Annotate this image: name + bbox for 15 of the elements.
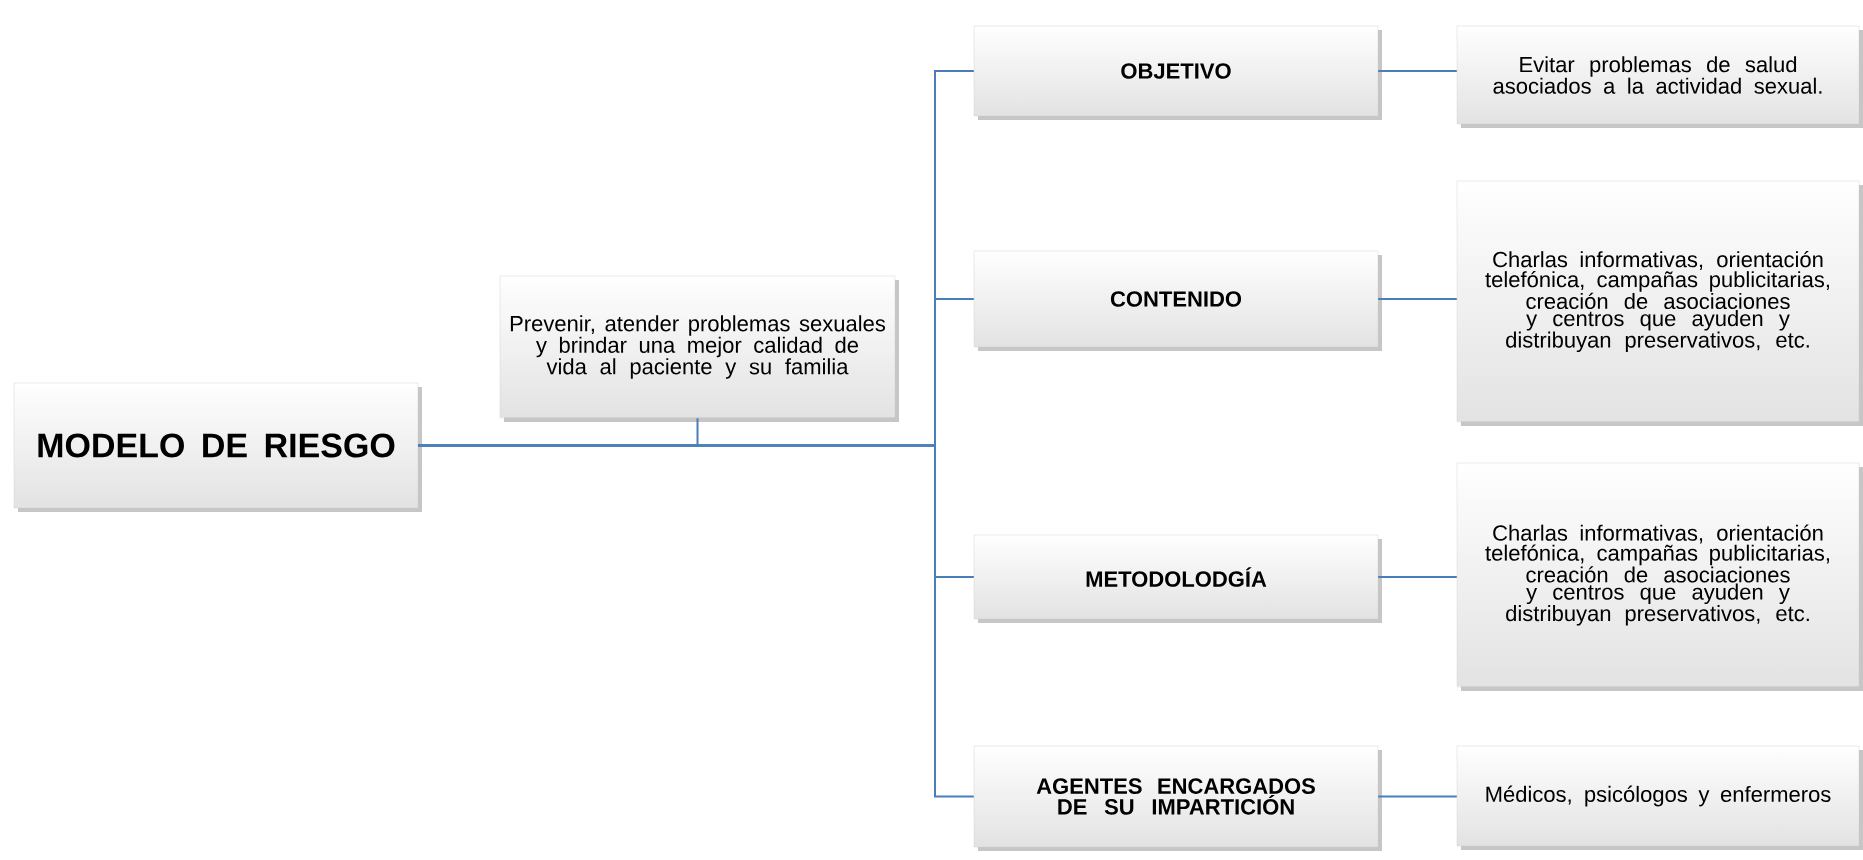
category-box: METODOLODGÍA bbox=[973, 534, 1382, 623]
description-box: Charlas informativas, orientación telefónica, campañas publicitarias, creación de asociaciones y centros que ayuden y distribuyan preservativos, etc. bbox=[1456, 462, 1863, 691]
connector-line bbox=[1377, 298, 1458, 300]
connector-line bbox=[1377, 795, 1458, 798]
description-box: Charlas informativas, orientación telefónica, campañas publicitarias, creación de asociaciones y centros que ayuden y distribuyan preservativos, etc. bbox=[1456, 180, 1863, 426]
category-box: AGENTES ENCARGADOS DE SU IMPARTICIÓN bbox=[973, 745, 1382, 851]
description-box: Evitar problemas de salud asociados a la actividad sexual. bbox=[1456, 25, 1863, 128]
title-box: MODELO DE RIESGO bbox=[13, 382, 422, 512]
category-box: CONTENIDO bbox=[973, 250, 1382, 351]
description-box: Médicos, psicólogos y enfermeros bbox=[1456, 745, 1863, 850]
connector-line bbox=[1377, 576, 1458, 578]
text-box: Prevenir, atender problemas sexuales y brindar una mejor calidad de vida al paciente y su familia bbox=[499, 275, 899, 422]
connector-line bbox=[417, 444, 975, 798]
category-box: OBJETIVO bbox=[973, 25, 1382, 120]
connector-line bbox=[1377, 70, 1458, 72]
